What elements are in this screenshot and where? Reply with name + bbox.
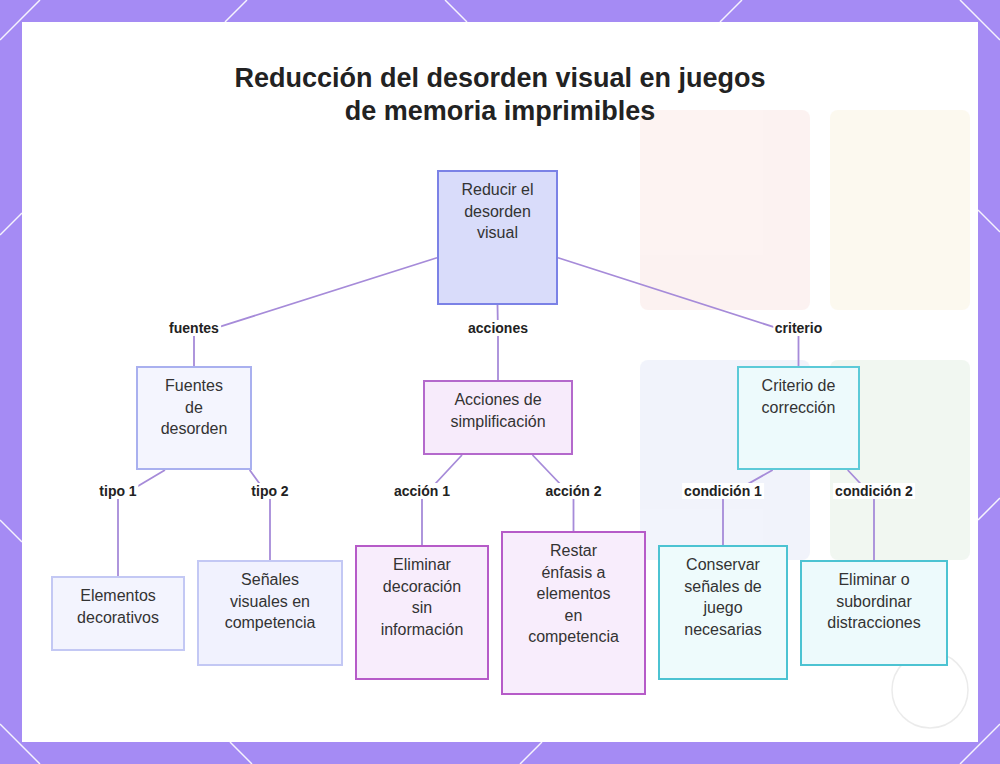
- box-text: Elementos decorativos: [63, 585, 173, 628]
- connector-line: [558, 258, 799, 366]
- edge-label: fuentes: [167, 320, 221, 336]
- frame-line: [978, 498, 1000, 520]
- frame-line: [230, 742, 252, 764]
- box-text: Eliminar o subordinar distracciones: [816, 569, 932, 634]
- concept-box: Eliminar decoración sin información: [355, 545, 489, 680]
- frame-line: [960, 0, 1000, 40]
- concept-box: Criterio de corrección: [737, 366, 860, 470]
- concept-box: Fuentes de desorden: [136, 366, 252, 470]
- box-text: Acciones de simplificación: [435, 389, 561, 432]
- connector-line: [723, 470, 773, 545]
- edge-label: acciones: [466, 320, 530, 336]
- frame-line: [0, 0, 40, 40]
- frame-line: [960, 724, 1000, 764]
- concept-box: Reducir el desorden visual: [437, 170, 558, 305]
- edge-label: acción 2: [543, 483, 603, 499]
- edge-label: tipo 1: [97, 483, 138, 499]
- box-text: Fuentes de desorden: [160, 375, 228, 440]
- box-text: Eliminar decoración sin información: [376, 554, 468, 640]
- connector-line: [422, 455, 462, 545]
- box-text: Criterio de corrección: [749, 375, 848, 418]
- diagram-title: Reducción del desorden visual en juegos …: [220, 62, 780, 128]
- faded-card: [640, 110, 810, 310]
- concept-box: Conservar señales de juego necesarias: [658, 545, 788, 680]
- edge-label: criterio: [773, 320, 824, 336]
- box-text: Reducir el desorden visual: [453, 179, 542, 244]
- edge-label: tipo 2: [249, 483, 290, 499]
- concept-box: Eliminar o subordinar distracciones: [800, 560, 948, 666]
- faded-card: [830, 110, 970, 310]
- faded-background-art: [640, 110, 970, 560]
- concept-box: Señales visuales en competencia: [197, 560, 343, 666]
- frame-line: [978, 210, 1000, 232]
- box-text: Conservar señales de juego necesarias: [677, 554, 769, 640]
- connector-line: [497, 305, 499, 380]
- frame-line: [225, 0, 247, 22]
- edge-label: condición 2: [833, 483, 915, 499]
- frame-line: [0, 724, 40, 764]
- edge-label: acción 1: [392, 483, 452, 499]
- frame-line: [520, 742, 542, 764]
- connector-line: [194, 258, 437, 366]
- concept-box: Acciones de simplificación: [423, 380, 573, 455]
- concept-box: Elementos decorativos: [51, 576, 185, 651]
- frame-line: [720, 0, 742, 22]
- concept-box: Restar énfasis a elementos en competenci…: [501, 531, 646, 695]
- frame-line: [0, 213, 22, 235]
- box-text: Restar énfasis a elementos en competenci…: [528, 540, 619, 648]
- frame-line: [0, 520, 22, 542]
- box-text: Señales visuales en competencia: [217, 569, 323, 634]
- edge-label: condición 1: [682, 483, 764, 499]
- frame-line: [445, 0, 467, 22]
